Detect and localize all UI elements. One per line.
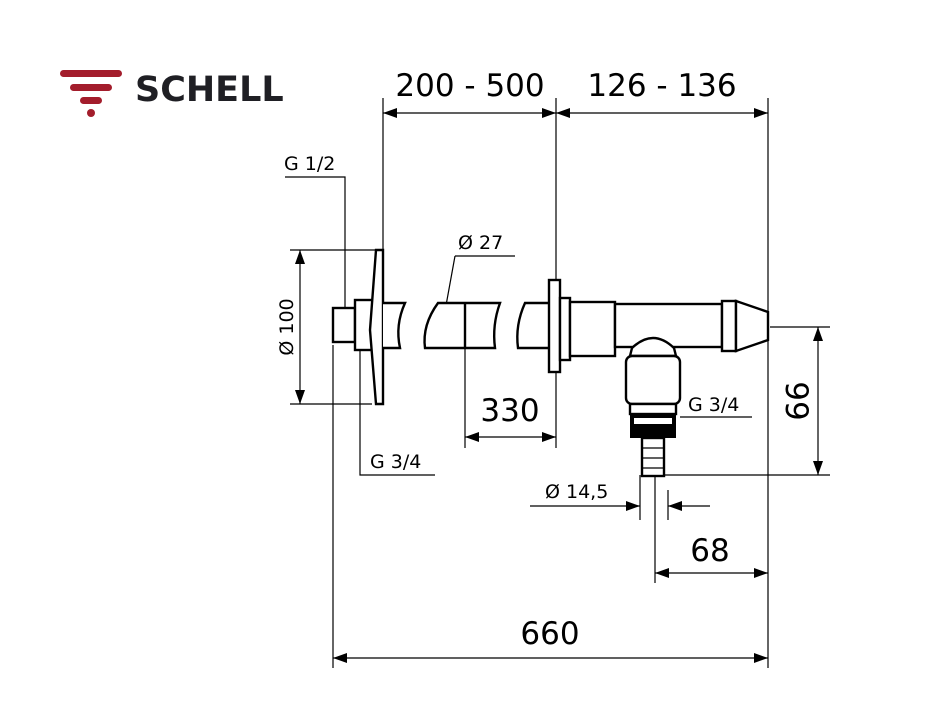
extension-lines [285,98,830,668]
dim-flange-diameter: Ø 100 [276,298,298,355]
hose-outlet [624,336,682,478]
label-rear-thread: G 3/4 [370,451,421,473]
dim-total-length: 660 [520,616,579,652]
dim-outlet-height: 99 [778,381,814,420]
dim-cut-length: 330 [480,393,539,429]
dim-outlet-offset: 68 [690,533,729,569]
label-pipe-diameter: Ø 27 [458,232,503,254]
dim-valve-length: 126 - 136 [587,68,736,104]
label-outlet-thread: G 3/4 [688,394,739,416]
pipe [383,301,554,350]
logo-wordmark: SCHELL [135,70,284,110]
label-inlet-thread: G 1/2 [284,153,335,175]
dimension-lines [295,108,823,663]
dim-hose-diameter: Ø 14,5 [545,481,608,503]
logo-mark-icon [60,70,122,117]
schell-logo: SCHELL [60,70,284,117]
wall-fitting [331,248,385,406]
dim-wall-depth: 200 - 500 [395,68,544,104]
